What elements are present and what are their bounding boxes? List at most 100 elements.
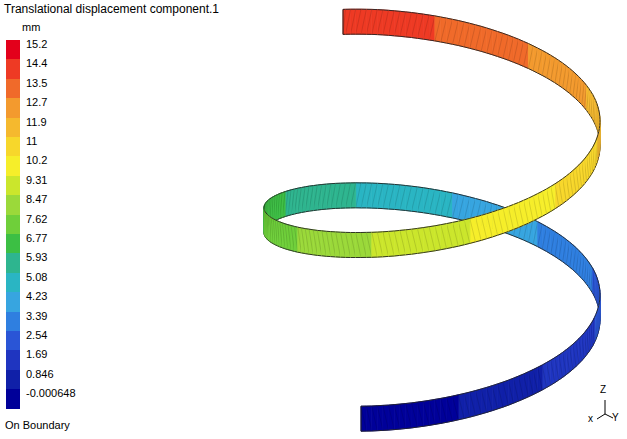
ribbon-edge — [406, 402, 412, 404]
ribbon-edge — [389, 35, 395, 37]
ribbon-segment — [538, 191, 543, 218]
ribbon-segment — [513, 203, 518, 230]
ribbon-edge — [503, 33, 508, 35]
ribbon-end — [343, 9, 344, 34]
mesh-line — [513, 39, 518, 62]
mesh-line — [294, 226, 297, 252]
ribbon-segment — [400, 404, 406, 430]
mesh-line — [417, 228, 423, 252]
ribbon-segment — [394, 230, 400, 256]
mesh-line — [492, 386, 497, 409]
ribbon-edge — [336, 183, 341, 184]
ribbon-edge — [476, 199, 482, 201]
ribbon-segment — [305, 229, 309, 255]
ribbon-edge — [533, 367, 538, 369]
ribbon-edge — [464, 22, 470, 23]
mesh-line — [389, 184, 395, 209]
ribbon-segment — [576, 248, 579, 276]
ribbon-edge — [559, 234, 563, 237]
ribbon-segment — [341, 183, 346, 208]
mesh-line — [551, 232, 555, 255]
mesh-line — [498, 210, 503, 233]
mesh-line — [453, 194, 459, 218]
ribbon-segment — [429, 15, 435, 41]
ribbon-edge — [538, 48, 543, 50]
ribbon-edge — [519, 64, 524, 66]
legend-value: -0.000648 — [26, 388, 76, 399]
mesh-line — [579, 339, 582, 361]
legend-value: 6.77 — [26, 233, 47, 244]
ribbon-edge — [481, 214, 487, 216]
ribbon-segment — [356, 183, 361, 208]
ribbon-edge — [361, 207, 366, 208]
ribbon-edge — [555, 58, 559, 61]
ribbon-edge — [597, 309, 598, 312]
ribbon-edge — [366, 431, 371, 432]
ribbon-edge — [389, 10, 395, 12]
ribbon-edge — [566, 239, 569, 242]
mesh-line — [524, 44, 529, 67]
ribbon-edge — [498, 57, 503, 59]
ribbon-segment — [573, 168, 576, 196]
ribbon-edge — [441, 17, 447, 18]
mesh-line — [346, 232, 351, 257]
ribbon-segment — [313, 230, 317, 256]
ribbon-edge — [294, 188, 297, 190]
ribbon-segment — [417, 228, 423, 254]
mesh-line — [524, 374, 529, 397]
ribbon-edge — [566, 91, 569, 94]
ribbon-edge — [551, 55, 555, 58]
mesh-line — [453, 222, 459, 246]
ribbon-segment — [470, 23, 476, 50]
ribbon-edge — [487, 53, 493, 55]
mesh-line — [377, 406, 383, 431]
ribbon-edge — [322, 230, 327, 232]
ribbon-edge — [598, 129, 600, 132]
ribbon-edge — [417, 227, 423, 229]
mesh-line — [579, 253, 582, 275]
mesh-line — [503, 382, 508, 405]
mesh-line — [429, 400, 435, 424]
mesh-line — [377, 232, 383, 257]
ribbon-segment — [573, 71, 576, 99]
mesh-line — [533, 222, 538, 245]
ribbon-segment — [503, 207, 508, 234]
ribbon-segment — [566, 66, 569, 94]
ribbon-segment — [559, 352, 563, 380]
ribbon-edge — [417, 38, 423, 40]
mesh-line — [458, 196, 464, 220]
mesh-line — [326, 184, 331, 209]
ribbon-edge — [331, 256, 336, 257]
ribbon-segment — [470, 391, 476, 418]
mesh-line — [400, 230, 406, 254]
ribbon-edge — [441, 191, 447, 192]
ribbon-edge — [492, 235, 497, 237]
mesh-line — [487, 214, 493, 237]
ribbon-edge — [547, 360, 551, 362]
ribbon-edge — [570, 196, 573, 199]
ribbon-edge — [406, 229, 412, 231]
ribbon-edge — [596, 101, 597, 104]
ribbon-segment — [423, 14, 429, 40]
ribbon-edge — [346, 207, 351, 208]
ribbon-segment — [366, 406, 371, 431]
ribbon-segment — [551, 184, 555, 212]
ribbon-segment — [559, 234, 563, 262]
ribbon-edge — [313, 210, 317, 212]
ribbon-edge — [570, 68, 573, 71]
mesh-line — [285, 224, 288, 250]
ribbon-edge — [547, 385, 551, 387]
ribbon-edge — [361, 232, 366, 233]
ribbon-edge — [579, 251, 582, 254]
ribbon-segment — [389, 405, 395, 431]
ribbon-edge — [503, 58, 508, 60]
ribbon-edge — [453, 19, 459, 20]
mesh-line — [458, 221, 464, 245]
ribbon-segment — [441, 191, 447, 217]
ribbon-edge — [538, 73, 543, 75]
axis-label: Z — [600, 385, 606, 395]
ribbon-segment — [513, 376, 518, 403]
ribbon-edge — [309, 210, 313, 212]
ribbon-segment — [435, 398, 441, 424]
ribbon-segment — [573, 341, 576, 369]
